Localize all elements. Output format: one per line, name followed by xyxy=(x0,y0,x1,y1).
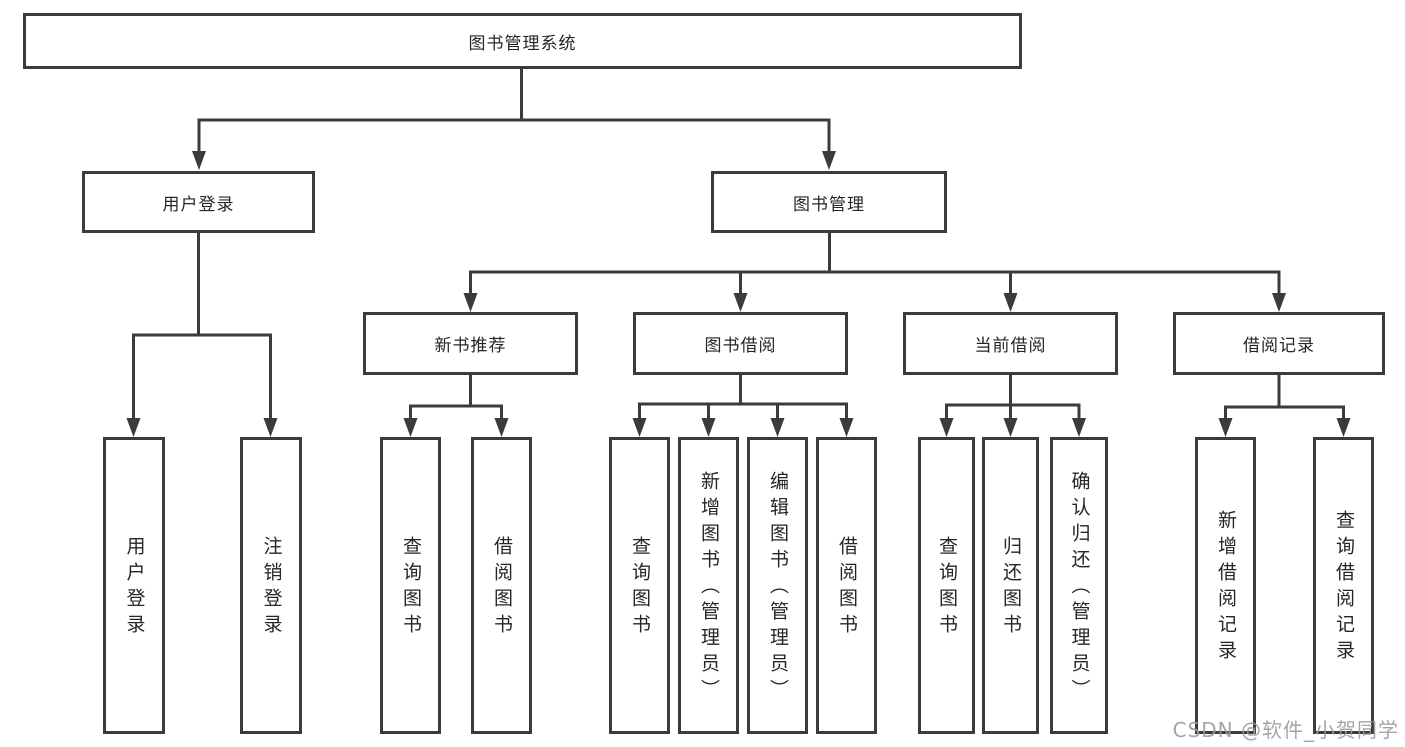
csdn-watermark: CSDN @软件_小贺同学 xyxy=(1172,718,1399,742)
node-root-library-system: 图书管理系统 xyxy=(23,13,1022,69)
node-current-borrowing: 当前借阅 xyxy=(903,312,1118,375)
leaf-user-login: 用户登录 xyxy=(103,437,165,734)
leaf-query-books-borrow: 查询图书 xyxy=(609,437,670,734)
node-book-borrowing: 图书借阅 xyxy=(633,312,848,375)
leaf-query-books-recommend: 查询图书 xyxy=(380,437,441,734)
node-new-book-recommend: 新书推荐 xyxy=(363,312,578,375)
leaf-add-borrow-record: 新增借阅记录 xyxy=(1195,437,1256,734)
leaf-query-books-current: 查询图书 xyxy=(918,437,975,734)
leaf-logout: 注销登录 xyxy=(240,437,302,734)
leaf-confirm-return-admin: 确认归还（管理员） xyxy=(1050,437,1108,734)
leaf-edit-books-admin: 编辑图书（管理员） xyxy=(747,437,808,734)
node-borrowing-records: 借阅记录 xyxy=(1173,312,1385,375)
leaf-query-borrow-record: 查询借阅记录 xyxy=(1313,437,1374,734)
arrowheads xyxy=(126,151,1351,437)
node-book-management: 图书管理 xyxy=(711,171,947,233)
leaf-borrow-books-recommend: 借阅图书 xyxy=(471,437,532,734)
leaf-add-books-admin: 新增图书（管理员） xyxy=(678,437,739,734)
leaf-borrow-books: 借阅图书 xyxy=(816,437,877,734)
node-user-login: 用户登录 xyxy=(82,171,315,233)
leaf-return-books: 归还图书 xyxy=(982,437,1039,734)
